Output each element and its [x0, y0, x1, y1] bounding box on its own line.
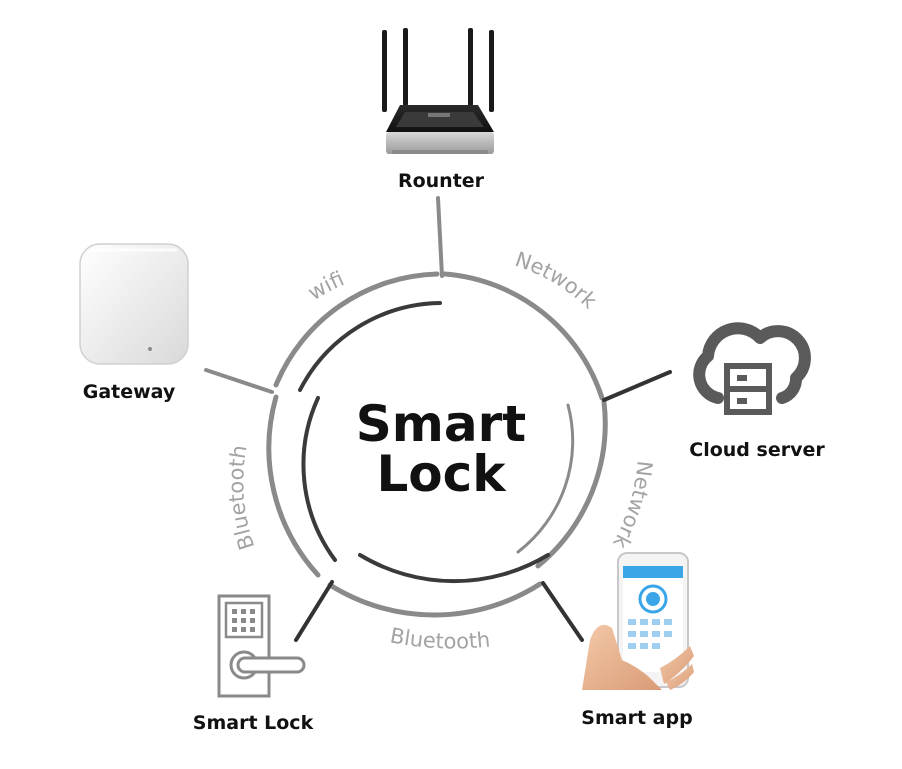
link-label-bluetooth-bottom: Bluetooth	[388, 623, 491, 653]
connectors	[204, 196, 672, 642]
cloud-node: Cloud server	[689, 322, 825, 461]
ring-outer-bottom	[327, 581, 543, 618]
link-label-wifi: wifi	[304, 267, 348, 305]
cloud-label: Cloud server	[689, 439, 825, 461]
ring-outer-top-right	[442, 271, 605, 401]
ring-outer-top-left	[273, 271, 440, 388]
ring-outer-right	[535, 399, 608, 569]
smartphone-hand-icon	[582, 552, 694, 690]
lock-label: Smart Lock	[193, 712, 314, 734]
smart-lock-icon	[217, 594, 306, 698]
ring-inner-top	[298, 301, 442, 392]
router-node: Rounter	[382, 28, 494, 192]
lock-node: Smart Lock	[193, 594, 314, 734]
ring	[266, 271, 608, 618]
app-node: Smart app	[581, 552, 694, 729]
center-title-line2: Lock	[376, 445, 507, 503]
gateway-label: Gateway	[83, 381, 176, 403]
link-label-network-right: Network	[608, 460, 657, 554]
connector-cloud	[602, 370, 672, 402]
gateway-icon	[79, 243, 189, 365]
connector-gateway	[204, 368, 274, 394]
link-label-network-top: Network	[512, 247, 602, 314]
connector-router	[436, 196, 444, 278]
gateway-node: Gateway	[79, 243, 189, 403]
app-label: Smart app	[581, 707, 692, 729]
ring-inner-left	[301, 396, 337, 562]
cloud-server-icon	[693, 322, 811, 415]
router-label: Rounter	[398, 170, 485, 192]
link-label-bluetooth-left: Bluetooth	[224, 443, 259, 552]
connector-lock	[294, 580, 334, 642]
connector-app	[541, 581, 584, 642]
ring-inner-right	[516, 403, 575, 554]
ring-inner-bottom	[358, 553, 550, 584]
center-title-line1: Smart	[356, 395, 526, 453]
router-icon	[382, 28, 494, 154]
ring-outer-left	[266, 394, 321, 578]
